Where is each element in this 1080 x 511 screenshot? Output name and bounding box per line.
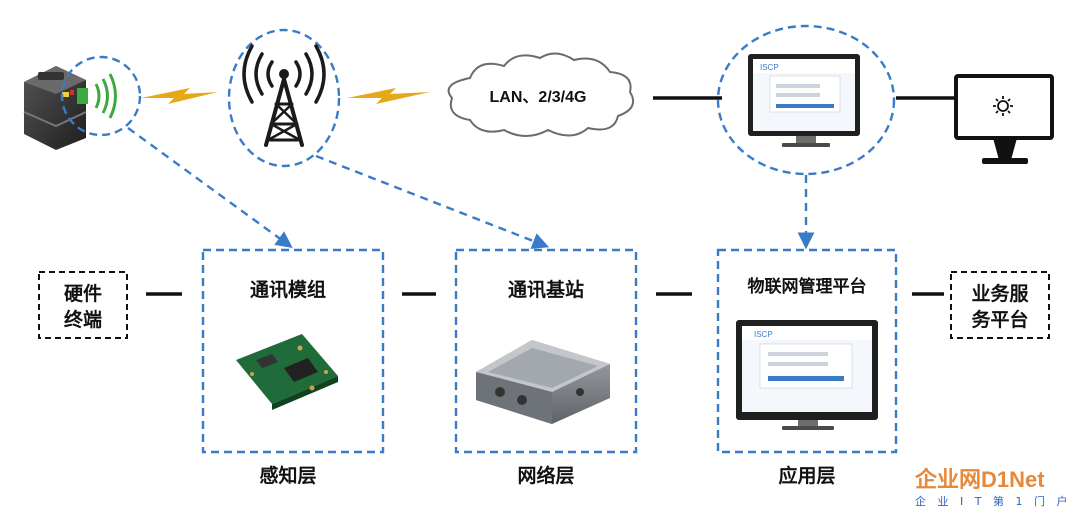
platform-screen-title-small: ISCP [754, 330, 773, 339]
base-station-box [454, 248, 638, 454]
router-box-icon [476, 340, 610, 424]
business-platform-label-2: 务平台 [971, 308, 1028, 331]
watermark-logo: 企业网D1Net [915, 467, 1045, 492]
business-platform-box [950, 271, 1050, 339]
dashed-arrow [127, 127, 293, 248]
platform-highlight-circle [716, 24, 896, 176]
iot-platform-label: 物联网管理平台 [748, 276, 867, 297]
perception-layer-label: 感知层 [259, 464, 316, 487]
application-layer-label: 应用层 [778, 464, 835, 487]
hardware-terminal-box [38, 271, 128, 339]
comm-module-box [201, 248, 385, 454]
business-platform-label-1: 业务服 [971, 282, 1029, 305]
network-layer-label: 网络层 [517, 464, 574, 487]
cloud-label: LAN、2/3/4G [490, 89, 587, 106]
monitor-icon: ISCP [748, 54, 860, 147]
lightning-icon [141, 88, 218, 104]
tower-highlight-circle [227, 28, 341, 168]
cloud-icon [447, 52, 634, 137]
monitor-icon: ISCP [736, 320, 878, 430]
comm-module-label: 通讯模组 [250, 278, 326, 301]
monitor-icon [954, 74, 1054, 164]
hardware-terminal-label-2: 终端 [64, 308, 102, 331]
dashed-arrow [315, 154, 550, 249]
device-highlight-circle [60, 55, 142, 137]
brightness-icon [993, 96, 1013, 116]
lightning-icon [347, 88, 430, 104]
iot-platform-box [716, 248, 898, 454]
platform-screen-title: ISCP [760, 63, 779, 72]
device-sensor-icon [23, 66, 87, 150]
radio-tower-icon [242, 44, 326, 147]
watermark-subtitle: 企 业 I T 第 1 门 户 [915, 495, 1072, 508]
signal-wave-icon [77, 73, 117, 119]
hardware-terminal-label-1: 硬件 [64, 282, 102, 305]
base-station-label: 通讯基站 [508, 278, 584, 301]
watermark: 企业网D1Net 企 业 I T 第 1 门 户 [915, 467, 1075, 509]
circuit-board-icon [236, 334, 338, 410]
